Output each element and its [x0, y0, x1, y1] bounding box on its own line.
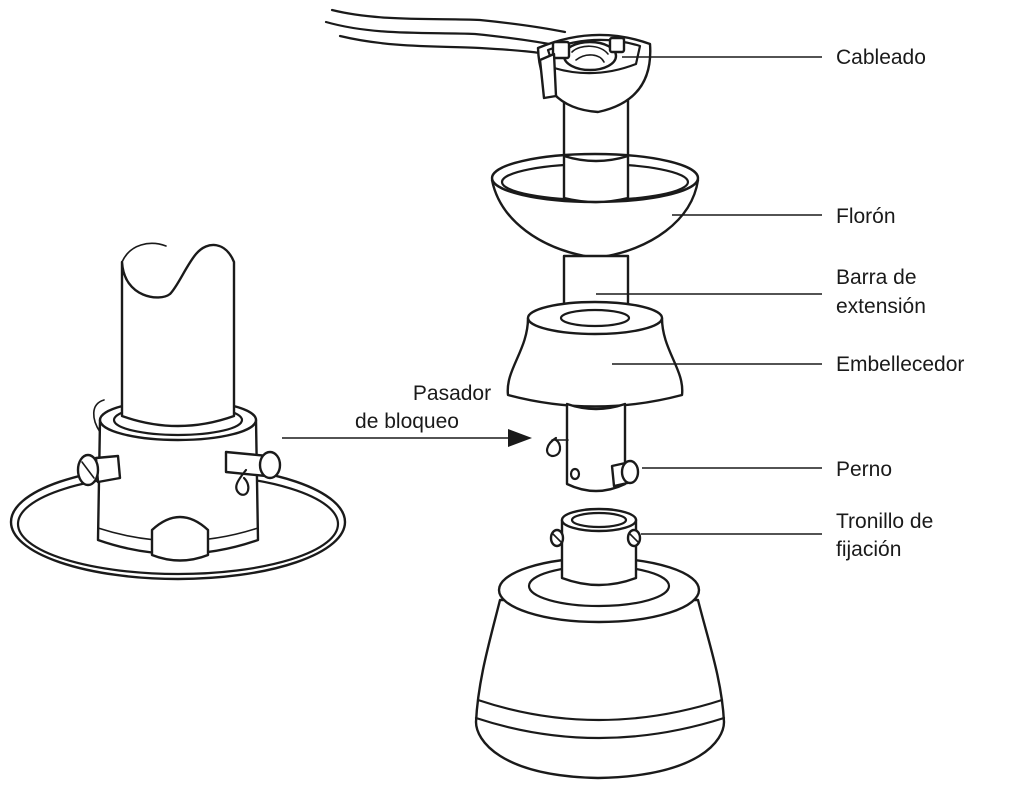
set-screw-left: [549, 528, 565, 548]
label-cableado: Cableado: [836, 46, 926, 69]
hanger-ball: [536, 33, 652, 114]
wiring-cables: [324, 8, 567, 58]
set-screw-right: [626, 528, 642, 548]
locking-pin-detail: [92, 399, 282, 496]
canopy: [490, 152, 700, 260]
label-embellecedor: Embellecedor: [836, 353, 964, 376]
label-pasador-line2: de bloqueo: [355, 410, 459, 433]
label-tornillo-line1: Tronillo de: [836, 510, 933, 533]
label-barra-line1: Barra de: [836, 266, 917, 289]
label-floron: Florón: [836, 205, 896, 228]
bolt: [610, 459, 640, 488]
pointer-arrow: [508, 429, 532, 447]
decorative-cover: [506, 300, 684, 408]
label-perno: Perno: [836, 458, 892, 481]
coupling-detail: [9, 242, 347, 581]
fan-stack: [324, 8, 726, 780]
motor-housing: [474, 507, 726, 780]
left-screw: [76, 453, 122, 487]
label-barra-line2: extensión: [836, 295, 926, 318]
label-pasador-line1: Pasador: [413, 382, 491, 405]
label-tornillo-line2: fijación: [836, 538, 901, 561]
